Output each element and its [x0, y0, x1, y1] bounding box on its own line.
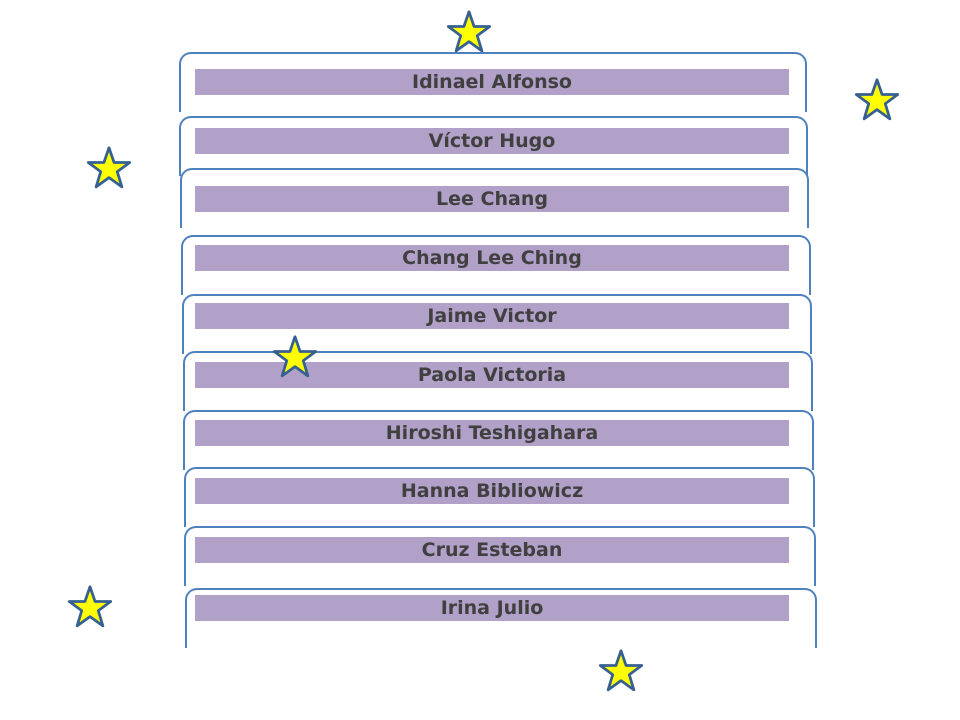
- name-label: Hanna Bibliowicz: [400, 480, 584, 502]
- name-bar-10: Irina Julio: [194, 594, 790, 622]
- name-label: Hiroshi Teshigahara: [385, 422, 599, 444]
- name-label: Idinael Alfonso: [412, 71, 572, 93]
- star-icon: [446, 10, 492, 53]
- name-bar-9: Cruz Esteban: [194, 536, 790, 564]
- row-bracket: [182, 294, 812, 354]
- name-bar-5: Jaime Victor: [194, 302, 790, 330]
- name-bar-4: Chang Lee Ching: [194, 244, 790, 272]
- name-label: Irina Julio: [440, 597, 544, 619]
- star-icon: [272, 335, 318, 378]
- name-bar-2: Víctor Hugo: [194, 127, 790, 155]
- row-bracket: [181, 235, 811, 295]
- name-label: Víctor Hugo: [428, 130, 556, 152]
- row-bracket: [183, 351, 813, 411]
- name-label: Lee Chang: [436, 188, 548, 210]
- row-bracket: [179, 52, 807, 112]
- row-bracket: [180, 168, 809, 228]
- name-bar-3: Lee Chang: [194, 185, 790, 213]
- star-icon: [854, 78, 900, 121]
- star-icon: [598, 649, 644, 692]
- name-label: Jaime Victor: [427, 305, 557, 327]
- name-label: Chang Lee Ching: [402, 247, 582, 269]
- star-icon: [86, 146, 132, 189]
- name-bar-7: Hiroshi Teshigahara: [194, 419, 790, 447]
- row-bracket: [183, 410, 814, 470]
- row-bracket: [185, 588, 817, 648]
- row-bracket: [179, 116, 808, 176]
- name-bar-1: Idinael Alfonso: [194, 68, 790, 96]
- star-icon: [67, 585, 113, 628]
- name-label: Paola Victoria: [417, 364, 567, 386]
- name-label: Cruz Esteban: [421, 539, 563, 561]
- row-bracket: [184, 526, 816, 586]
- row-bracket: [184, 467, 815, 527]
- name-bar-8: Hanna Bibliowicz: [194, 477, 790, 505]
